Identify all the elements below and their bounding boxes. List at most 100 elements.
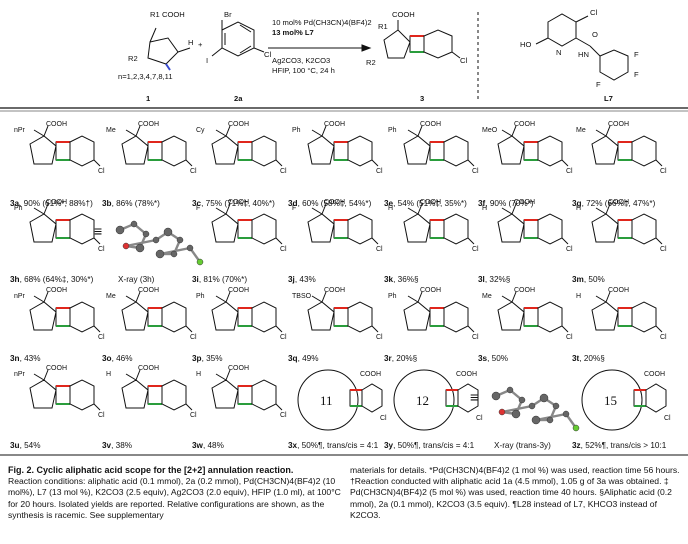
yield-3q: , 49%: [297, 354, 319, 363]
cyclobutene-3j: [333, 219, 349, 239]
compound-id-3r: 3r: [384, 354, 392, 363]
yield-3c: , 75% (71%‡, 40%*): [201, 199, 275, 208]
cyclobutene-3i: [237, 219, 253, 239]
ring-3j: [307, 213, 335, 243]
atom-cl-3n: Cl: [98, 334, 105, 341]
atom-cooh-3f: COOH: [514, 121, 535, 128]
label-3f: 3f, 90% (70%*): [478, 199, 534, 208]
xray-atom-xray3h: [186, 244, 194, 252]
compound-id-3i: 3i: [192, 275, 199, 284]
cyclobutene-3y: [445, 389, 459, 407]
label-3y: 3y, 50%¶, trans/cis = 4:1: [384, 441, 474, 450]
equiv-sign-xray3h: ≡: [94, 223, 102, 239]
cyclobutene-3n: [55, 307, 71, 327]
atom-cl-3c: Cl: [280, 168, 287, 175]
xray-atom-xray3h: [163, 227, 173, 237]
arene-3f: [537, 135, 563, 167]
label-3r: 3r, 20%§: [384, 354, 417, 363]
substituent-3s: Me: [482, 293, 492, 300]
atom-cl-3: Cl: [460, 56, 468, 65]
ring-3v: [121, 379, 149, 409]
arene-3c: [251, 135, 277, 167]
compound-id-3q: 3q: [288, 354, 298, 363]
arene-3b: [161, 135, 187, 167]
atom-cl-3f: Cl: [566, 168, 573, 175]
substituent-3n: nPr: [14, 293, 26, 300]
xray-atom-xray3y: [491, 391, 501, 401]
atom-f3: F: [596, 80, 601, 89]
ring-3c: [211, 135, 239, 165]
caption-body-right: materials for details. *Pd(CH3CN)4(BF4)2…: [350, 465, 680, 520]
substituent-3u: nPr: [14, 371, 26, 378]
xray-atom-xray3y: [531, 415, 541, 425]
compound-id-3h: 3h: [10, 275, 20, 284]
yield-3k: , 36%§: [393, 275, 419, 284]
atom-cl-3m: Cl: [660, 246, 667, 253]
cyclobutene-3a: [55, 141, 71, 161]
atom-cl-3x: Cl: [380, 415, 387, 422]
xray-atom-xray3y: [572, 424, 580, 432]
substituent-3o: Me: [106, 293, 116, 300]
yield-3n: , 43%: [19, 354, 41, 363]
yield-3g: , 72% (66%‡, 47%*): [581, 199, 656, 208]
ring-size-3y: 12: [416, 393, 429, 408]
atom-cl-3v: Cl: [190, 412, 197, 419]
ring-3g: [591, 135, 619, 165]
cond-line2: 13 mol% L7: [272, 28, 314, 37]
atom-f2: F: [634, 70, 639, 79]
arene-3j: [347, 213, 373, 245]
ring-3d: [307, 135, 335, 165]
product-label: 3: [420, 94, 425, 103]
ring-3a: [29, 135, 57, 165]
label-xray3h: X-ray (3h): [118, 275, 155, 284]
atom-ho: HO: [520, 40, 532, 49]
atom-cooh-3l: COOH: [514, 199, 535, 206]
ring-3i: [211, 213, 239, 243]
atom-cooh-3c: COOH: [228, 121, 249, 128]
yield-3i: , 81% (70%*): [198, 275, 248, 284]
xray-atom-xray3h: [176, 236, 184, 244]
yield-3w: , 48%: [202, 441, 224, 450]
atom-cl-3o: Cl: [190, 334, 197, 341]
atom-cooh-3g: COOH: [608, 121, 629, 128]
atom-cl-3k: Cl: [472, 246, 479, 253]
atom-f1: F: [634, 50, 639, 59]
label-3o: 3o, 46%: [102, 354, 133, 363]
ring-3b: [121, 135, 149, 165]
substituent-3i: F: [196, 205, 200, 212]
atom-cooh-3p: COOH: [228, 287, 249, 294]
substituent-3c: Cy: [196, 127, 205, 134]
label-3n: 3n, 43%: [10, 354, 41, 363]
atom-cooh: COOH: [162, 10, 185, 19]
cyclobutene-3s: [523, 307, 539, 327]
atom-cl-3s: Cl: [566, 334, 573, 341]
cyclobutene-3w: [237, 385, 253, 405]
xray-atom-xray3y: [518, 396, 526, 404]
label-3j: 3j, 43%: [288, 275, 316, 284]
arene-3v: [161, 379, 187, 411]
label-3k: 3k, 36%§: [384, 275, 419, 284]
yield-3t: , 20%§: [579, 354, 605, 363]
label-xray3y: X-ray (trans-3y): [494, 441, 551, 450]
substituent-3a: nPr: [14, 127, 26, 134]
atom-cl-3d: Cl: [376, 168, 383, 175]
compound-id-3a: 3a: [10, 199, 20, 208]
atom-br: Br: [224, 10, 232, 19]
ring-3q: [307, 301, 335, 331]
atom-cooh-3: COOH: [392, 10, 415, 19]
xray-atom-xray3h: [122, 242, 130, 250]
macrocycle-3x: [297, 369, 359, 431]
atom-cl-3j: Cl: [376, 246, 383, 253]
yield-3a: , 90% (61%*, 88%†): [19, 199, 93, 208]
atom-cooh-3m: COOH: [608, 199, 629, 206]
figure-caption-left: Fig. 2. Cyclic aliphatic acid scope for …: [8, 465, 343, 521]
atom-cooh-3v: COOH: [138, 365, 159, 372]
atom-cl-3b: Cl: [190, 168, 197, 175]
xray-atom-xray3y: [539, 393, 549, 403]
arene-3h: [69, 213, 95, 245]
atom-cl-3i: Cl: [280, 246, 287, 253]
substituent-3e: Ph: [388, 127, 397, 134]
xray-atom-xray3y: [552, 402, 560, 410]
yield-3r: , 20%§: [391, 354, 418, 363]
ring-size-3z: 15: [604, 393, 617, 408]
